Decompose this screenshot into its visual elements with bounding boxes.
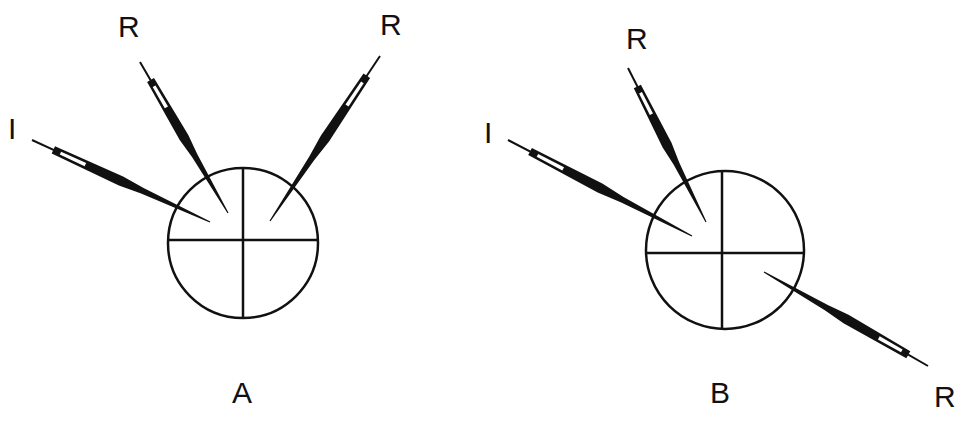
- micropipette: [508, 140, 692, 237]
- cleavage-line: [721, 171, 724, 329]
- cleavage-line: [242, 168, 245, 318]
- micropipette: [32, 140, 210, 223]
- cleavage-line: [646, 252, 804, 255]
- electrode-label: I: [484, 118, 492, 148]
- micropipette: [140, 62, 229, 213]
- cell-b: [646, 171, 804, 329]
- electrode-label: R: [626, 24, 648, 54]
- electrode-label: I: [8, 114, 16, 144]
- electrode-label: R: [934, 382, 956, 412]
- electrode-label: R: [380, 10, 402, 40]
- micropipette: [764, 272, 928, 367]
- panel-label: A: [232, 378, 252, 408]
- micropipette: [270, 56, 381, 221]
- panel-label: B: [710, 378, 730, 408]
- micropipette: [628, 68, 707, 222]
- electrode-label: R: [118, 12, 140, 42]
- cell-a: [168, 168, 318, 318]
